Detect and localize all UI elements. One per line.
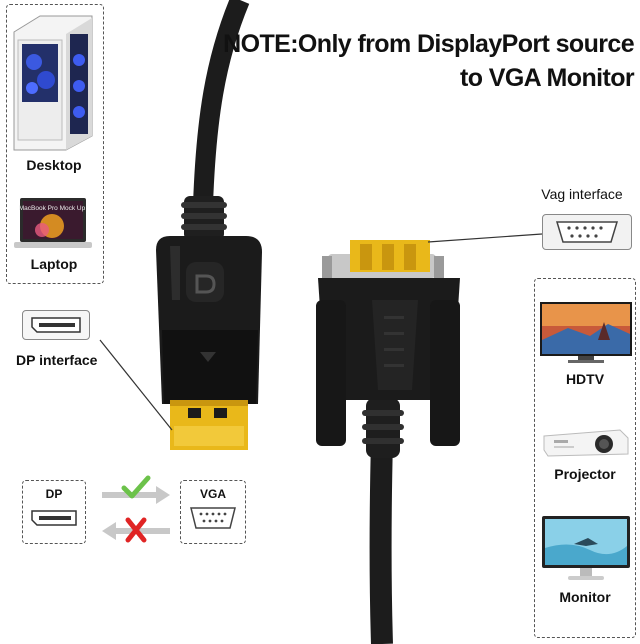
hdtv-label: HDTV [565, 371, 605, 387]
dp-interface-label: DP interface [16, 352, 98, 368]
check-arrow-icon [102, 475, 170, 504]
vga-port-small-icon [190, 507, 236, 529]
dp-direction-box [22, 480, 86, 544]
desktop-pc-icon [13, 15, 93, 151]
direction-vga-label: VGA [199, 487, 226, 501]
laptop-icon: MacBook Pro Mock Up [14, 198, 92, 248]
note-line-1: NOTE:Only from DisplayPort source [223, 30, 634, 58]
laptop-label: Laptop [30, 256, 78, 272]
desktop-label: Desktop [26, 157, 82, 173]
projector-label: Projector [554, 466, 616, 482]
dp-port-icon [31, 317, 81, 333]
hdtv-icon [540, 302, 632, 363]
vga-interface-label: Vag interface [541, 186, 623, 202]
projector-icon [543, 429, 629, 457]
note-line-2: to VGA Monitor [460, 64, 635, 92]
vga-interface-box [542, 214, 632, 250]
vga-port-icon [555, 221, 619, 243]
laptop-screen-text: MacBook Pro Mock Up [19, 205, 86, 212]
display-devices-panel [534, 278, 636, 638]
direction-dp-label: DP [45, 487, 63, 501]
cross-arrow-icon [102, 517, 170, 543]
monitor-label: Monitor [559, 589, 611, 605]
dp-port-small-icon [31, 510, 77, 526]
dp-interface-box [22, 310, 90, 340]
source-devices-panel [6, 4, 104, 284]
vga-direction-box [180, 480, 246, 544]
monitor-icon [542, 516, 630, 580]
